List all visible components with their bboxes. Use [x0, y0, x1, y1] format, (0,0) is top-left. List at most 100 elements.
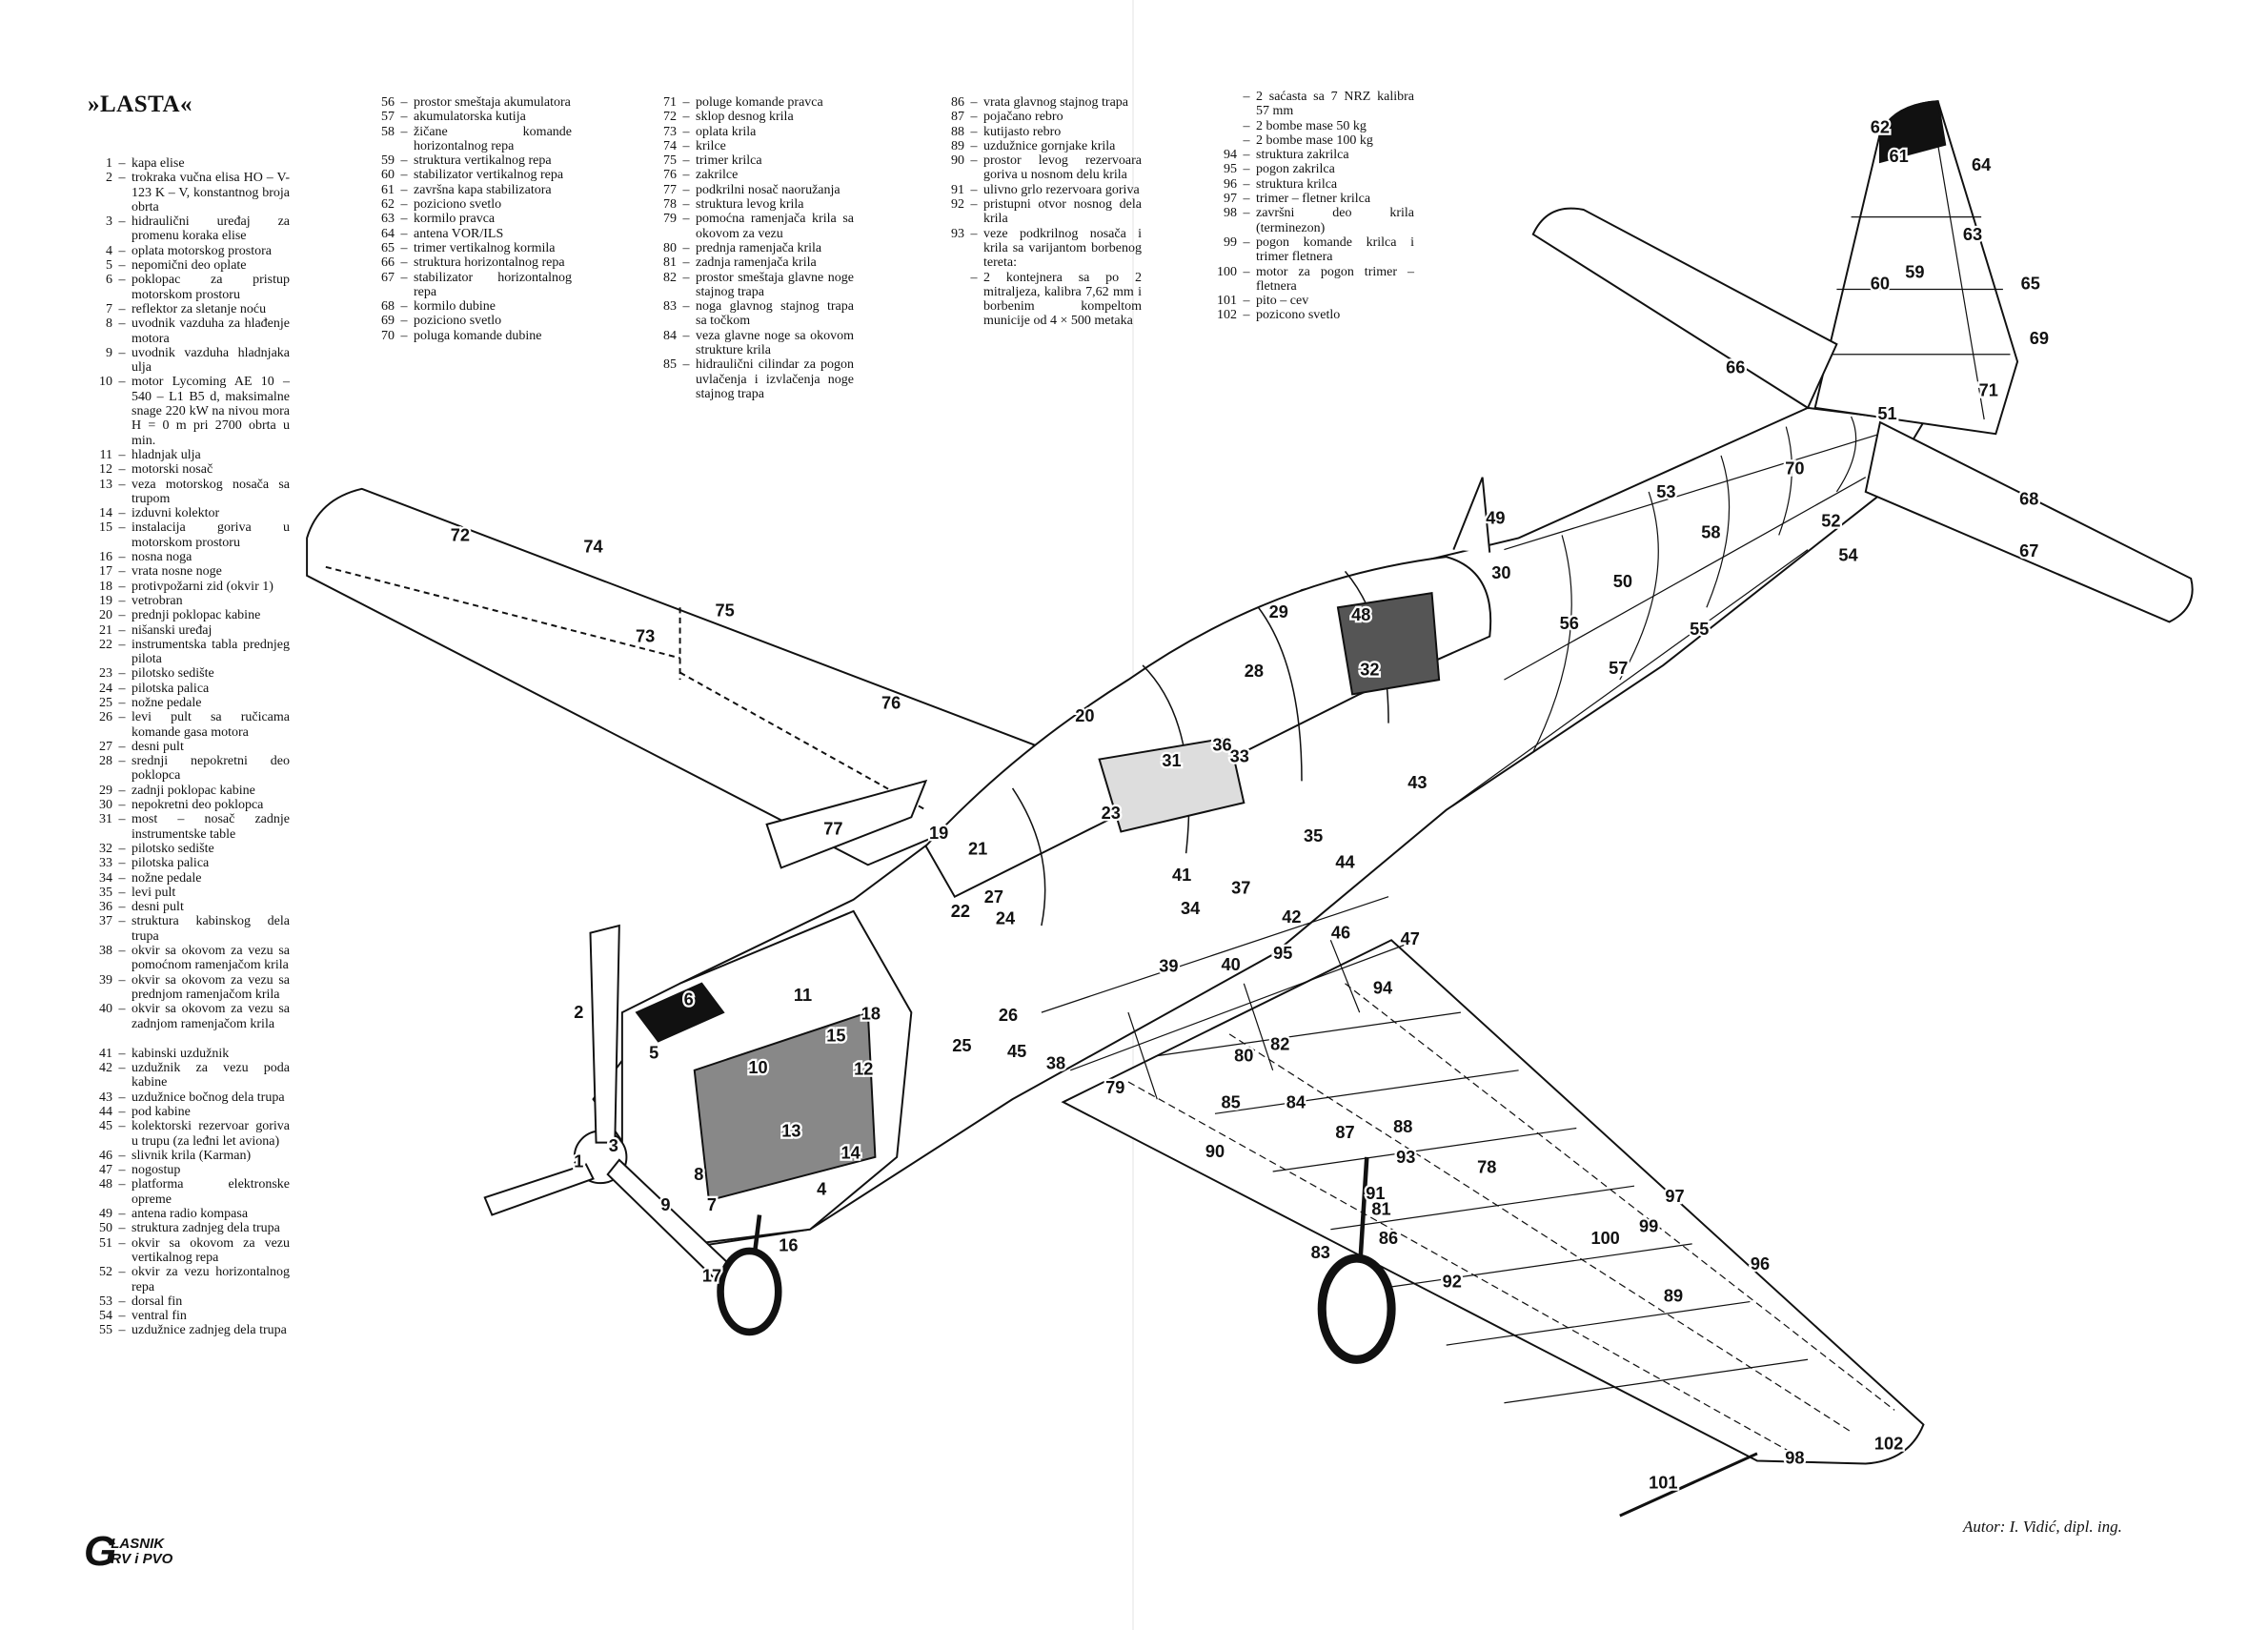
legend-item-number: 5 [106, 258, 112, 274]
legend-item-text: nožne pedale [132, 695, 202, 710]
legend-item: 77podkrilni nosač naoružanja [652, 183, 854, 197]
legend-item-text: dorsal fin [132, 1294, 183, 1309]
legend-item-number: 25 [99, 695, 112, 710]
legend-item: 2trokraka vučna elisa HO – V-123 K – V, … [88, 171, 290, 214]
legend-item-number: 80 [663, 240, 677, 255]
main-gear-leg [1357, 1156, 1369, 1273]
legend-item: 2 bombe mase 100 kg [1212, 133, 1414, 148]
legend-item-number: 27 [99, 739, 112, 754]
callout-number: 88 [1393, 1117, 1412, 1136]
legend-item: 48platforma elektronske opreme [88, 1177, 290, 1207]
legend-item-number: 62 [381, 197, 395, 213]
callout-number: 98 [1785, 1449, 1804, 1468]
legend-item-number: 68 [381, 299, 395, 315]
legend-item-text: uzdužnice gornjake krila [983, 138, 1116, 153]
legend-item-number: 54 [99, 1309, 112, 1324]
legend-item-text: poluga komande dubine [414, 328, 542, 343]
callout-number: 31 [1162, 751, 1181, 770]
legend-item-text: pomoćna ramenjača krila sa okovom za vez… [696, 212, 854, 241]
legend-item: 85hidraulični cilindar za pogon uvlačenj… [652, 357, 854, 401]
legend-item: 57akumulatorska kutija [370, 110, 572, 124]
legend-item-number: 82 [663, 270, 677, 285]
legend-item: 66struktura horizontalnog repa [370, 255, 572, 270]
legend-item-text: pilotska palica [132, 856, 210, 871]
legend-item: 74krilce [652, 139, 854, 153]
legend-item-text: poziciono svetlo [414, 197, 502, 213]
legend-column-2: 56prostor smeštaja akumulatora57akumulat… [370, 95, 572, 343]
legend-item: 64antena VOR/ILS [370, 227, 572, 241]
legend-item-text: uzdužnik za vezu poda kabine [132, 1061, 290, 1090]
legend-item-text: struktura kabinskog dela trupa [132, 914, 290, 944]
callout-number: 62 [1871, 118, 1890, 137]
legend-item-number: 86 [951, 95, 964, 110]
legend-item-text: poklopac za pristup motorskom prostoru [132, 273, 290, 302]
callout-number: 25 [952, 1036, 971, 1055]
legend-item-text: instalacija goriva u motorskom prostoru [132, 520, 290, 550]
legend-item: 54ventral fin [88, 1309, 290, 1323]
legend-item-text: 2 bombe mase 50 kg [1256, 118, 1367, 133]
legend-item-text: stabilizator vertikalnog repa [414, 168, 564, 183]
legend-item: 24pilotska palica [88, 682, 290, 696]
document-title: »LASTA« [88, 92, 193, 117]
legend-item-text: poluge komande pravca [696, 95, 823, 110]
callout-number: 38 [1046, 1053, 1065, 1072]
legend-item-text: nepokretni deo poklopca [132, 798, 264, 813]
legend-item-text: prostor levog rezervoara goriva u nosnom… [983, 153, 1142, 183]
callout-number: 11 [794, 986, 812, 1005]
legend-item: 36desni pult [88, 900, 290, 914]
legend-item: 92pristupni otvor nosnog dela krila [940, 197, 1142, 227]
legend-item-number: 40 [99, 1002, 112, 1017]
callout-number: 99 [1639, 1217, 1658, 1236]
legend-item-text: stabilizator horizontalnog repa [414, 270, 572, 299]
callout-number: 13 [781, 1122, 800, 1141]
legend-item: 47 nogostup [88, 1163, 290, 1177]
legend-item-text: uvodnik vazduha za hlađenje motora [132, 316, 290, 346]
legend-item: 59struktura vertikalnog repa [370, 153, 572, 168]
callout-number: 41 [1172, 866, 1191, 885]
legend-item-text: struktura krilca [1256, 176, 1338, 192]
legend-item: 19vetrobran [88, 594, 290, 608]
legend-item: 10motor Lycoming AE 10 – 540 – L1 B5 d, … [88, 375, 290, 447]
legend-item-text: nepomični deo oplate [132, 258, 247, 274]
legend-item: 90prostor levog rezervoara goriva u nosn… [940, 153, 1142, 183]
legend-item-number: 36 [99, 900, 112, 915]
callout-number: 84 [1286, 1092, 1306, 1111]
cowling-access-panel [635, 982, 725, 1043]
legend-item-number: 95 [1224, 162, 1237, 177]
legend-item-number: 14 [99, 506, 112, 521]
legend-item: 67stabilizator horizontalnog repa [370, 271, 572, 300]
callout-number: 75 [715, 601, 734, 620]
legend-item-text: trimer – fletner krilca [1256, 192, 1371, 207]
legend-item-number: 11 [99, 447, 112, 462]
callout-number: 17 [702, 1266, 721, 1285]
legend-item: 40okvir sa okovom za vezu sa zadnjom ram… [88, 1002, 290, 1031]
legend-item: 78struktura levog krila [652, 197, 854, 212]
legend-item: 16nosna noga [88, 550, 290, 564]
legend-item: 60stabilizator vertikalnog repa [370, 168, 572, 182]
callout-number: 87 [1335, 1123, 1354, 1142]
legend-item-number: 72 [663, 110, 677, 125]
author-credit: Autor: I. Vidić, dipl. ing. [1963, 1518, 2122, 1536]
callout-number: 101 [1649, 1473, 1677, 1492]
propeller-blade-top [589, 924, 620, 1144]
legend-item: 46slivnik krila (Karman) [88, 1149, 290, 1163]
legend-item-text: vetrobran [132, 593, 183, 608]
logo-initial: G [84, 1528, 117, 1575]
legend-item-number: 47 [99, 1163, 112, 1178]
legend-item: 86vrata glavnog stajnog trapa [940, 95, 1142, 110]
legend-item: 97trimer – fletner krilca [1212, 192, 1414, 206]
callout-number: 90 [1205, 1142, 1225, 1161]
right-wing-aileron [325, 565, 681, 681]
callout-number: 51 [1877, 404, 1896, 423]
legend-item-text: desni pult [132, 739, 184, 754]
legend-item-text: nogostup [132, 1163, 181, 1178]
legend-item: 38okvir sa okovom za vezu sa pomoćnom ra… [88, 944, 290, 973]
callout-number: 43 [1407, 773, 1427, 792]
callout-number: 81 [1371, 1200, 1390, 1219]
legend-item: 26levi pult sa ručicama komande gasa mot… [88, 710, 290, 740]
legend-item-number: 16 [99, 550, 112, 565]
legend-item-number: 37 [99, 914, 112, 929]
legend-item-text: zadnji poklopac kabine [132, 783, 255, 798]
callout-number: 2 [574, 1003, 583, 1022]
callout-number: 23 [1102, 804, 1121, 823]
